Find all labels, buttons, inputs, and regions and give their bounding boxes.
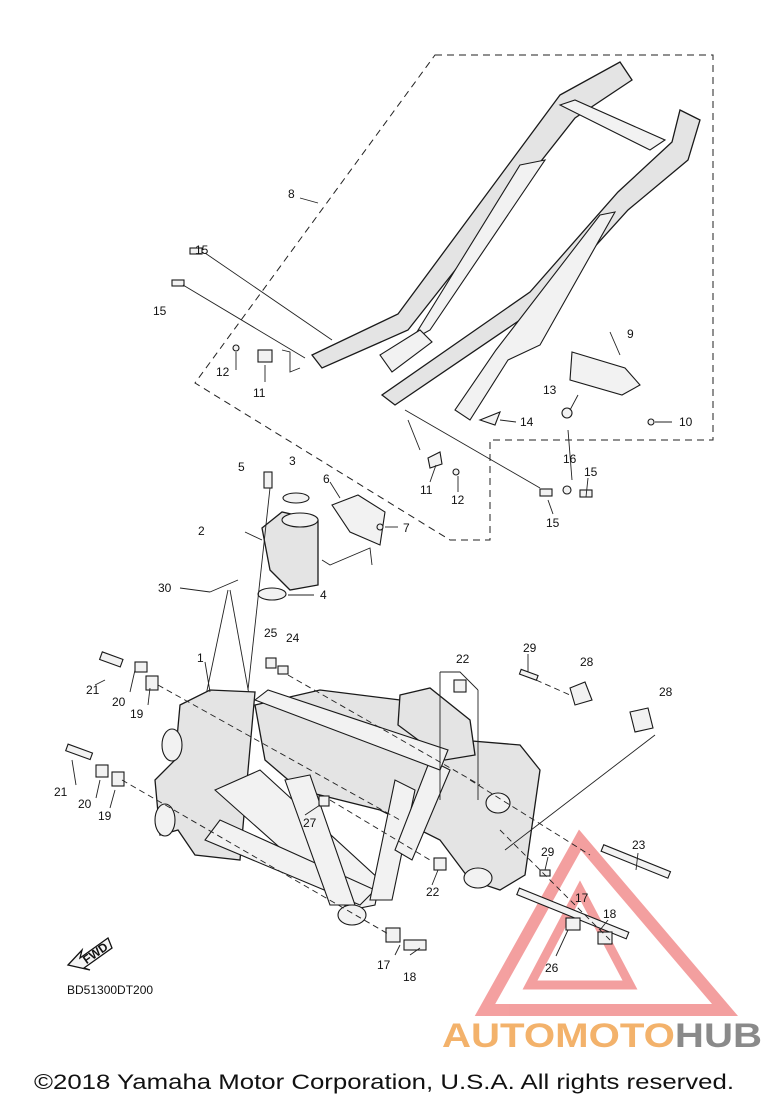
upper-leaders bbox=[182, 197, 672, 515]
callouts: 8 15 15 12 11 9 13 10 14 11 12 16 15 15 … bbox=[54, 187, 693, 984]
subframe-small-parts bbox=[171, 247, 655, 498]
callout-28: 28 bbox=[659, 685, 673, 699]
callout-18: 18 bbox=[403, 970, 417, 984]
callout-19: 19 bbox=[130, 707, 144, 721]
callout-12: 12 bbox=[216, 365, 230, 379]
callout-22: 22 bbox=[426, 885, 440, 899]
callout-15: 15 bbox=[584, 465, 598, 479]
callout-26: 26 bbox=[545, 961, 559, 975]
callout-7: 7 bbox=[403, 521, 410, 535]
callout-22: 22 bbox=[456, 652, 470, 666]
callout-15: 15 bbox=[195, 243, 209, 257]
watermark-moto: MOTO bbox=[555, 1017, 675, 1055]
callout-17: 17 bbox=[575, 891, 589, 905]
callout-18: 18 bbox=[603, 907, 617, 921]
callout-17: 17 bbox=[377, 958, 391, 972]
callout-13: 13 bbox=[543, 383, 557, 397]
callout-12: 12 bbox=[451, 493, 465, 507]
callout-19: 19 bbox=[98, 809, 112, 823]
diagram-code: BD51300DT200 bbox=[67, 983, 153, 997]
callout-29: 29 bbox=[523, 641, 537, 655]
callout-9: 9 bbox=[627, 327, 634, 341]
fwd-arrow-icon: FWD bbox=[66, 936, 113, 971]
lower-leaders bbox=[71, 654, 656, 957]
callout-28: 28 bbox=[580, 655, 594, 669]
callout-11: 11 bbox=[420, 483, 433, 497]
callout-10: 10 bbox=[679, 415, 693, 429]
callout-20: 20 bbox=[78, 797, 92, 811]
callout-20: 20 bbox=[112, 695, 126, 709]
callout-14: 14 bbox=[520, 415, 534, 429]
callout-21: 21 bbox=[86, 683, 100, 697]
callout-24: 24 bbox=[286, 631, 300, 645]
callout-15: 15 bbox=[546, 516, 560, 530]
callout-3: 3 bbox=[289, 454, 296, 468]
callout-21: 21 bbox=[54, 785, 68, 799]
callout-30: 30 bbox=[158, 581, 172, 595]
callout-15: 15 bbox=[153, 304, 167, 318]
callout-16: 16 bbox=[563, 452, 577, 466]
watermark-auto: AUTO bbox=[442, 1017, 555, 1055]
main-frame bbox=[154, 687, 541, 926]
frame-loose-parts bbox=[64, 651, 672, 951]
callout-1: 1 bbox=[197, 651, 204, 665]
callout-29: 29 bbox=[541, 845, 555, 859]
callout-8: 8 bbox=[288, 187, 295, 201]
callout-25: 25 bbox=[264, 626, 278, 640]
copyright-text: ©2018 Yamaha Motor Corporation, U.S.A. A… bbox=[34, 1071, 734, 1094]
callout-27: 27 bbox=[303, 816, 317, 830]
rear-subframe bbox=[310, 61, 701, 421]
callout-4: 4 bbox=[320, 588, 327, 602]
callout-11: 11 bbox=[253, 386, 266, 400]
callout-6: 6 bbox=[323, 472, 330, 486]
callout-5: 5 bbox=[238, 460, 245, 474]
watermark-hub: HUB bbox=[675, 1017, 762, 1055]
steering-parts bbox=[179, 471, 398, 701]
callout-2: 2 bbox=[198, 524, 205, 538]
callout-23: 23 bbox=[632, 838, 646, 852]
subframe-boundary bbox=[194, 54, 714, 541]
